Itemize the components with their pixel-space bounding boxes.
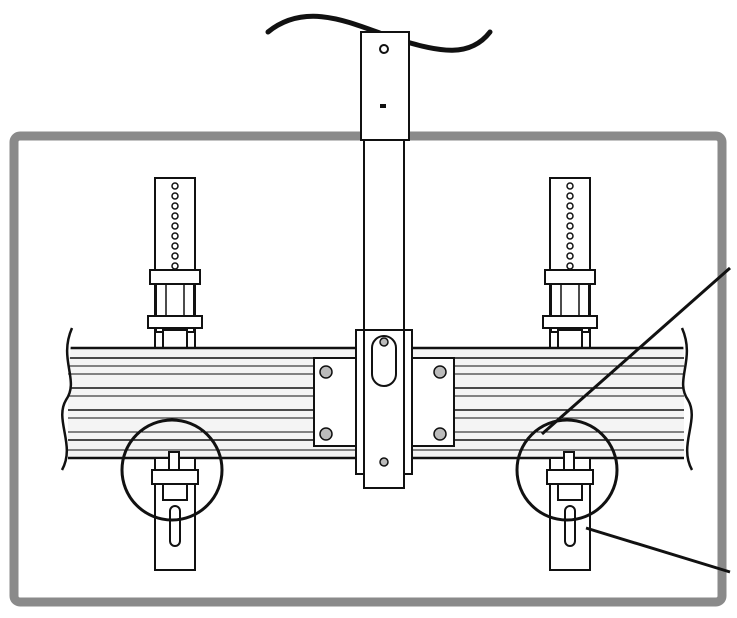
right-adjustable-bracket <box>542 177 598 349</box>
callout-leader-upper <box>541 266 731 436</box>
center-clamp-plate <box>313 329 455 489</box>
upper-mount-tube <box>360 31 410 141</box>
rail-break-right <box>680 327 694 471</box>
right-detail-circle <box>515 418 619 522</box>
plate-bolt-bottom-left <box>319 427 333 441</box>
center-slot <box>371 335 397 387</box>
left-detail-circle <box>120 418 224 522</box>
plate-bolt-bottom-right <box>433 427 447 441</box>
plate-bolt-top-left <box>319 365 333 379</box>
right-lower-bracket-leg <box>546 451 594 571</box>
plate-bolt-top-right <box>433 365 447 379</box>
left-lower-bracket-leg <box>151 451 199 571</box>
left-adjustable-bracket <box>147 177 203 349</box>
rail-break-left <box>60 327 74 471</box>
callout-leader-lower <box>585 526 731 574</box>
